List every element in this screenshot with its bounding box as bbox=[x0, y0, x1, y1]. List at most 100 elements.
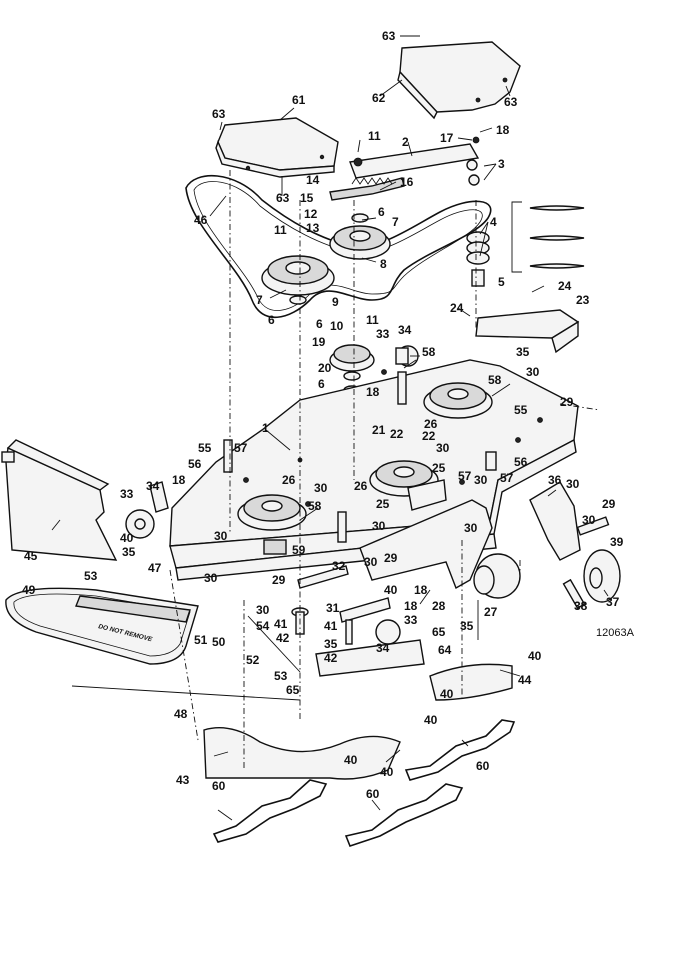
callout-57: 57 bbox=[234, 441, 248, 455]
callout-55: 55 bbox=[514, 403, 528, 417]
callout-48: 48 bbox=[174, 707, 188, 721]
callout-58: 58 bbox=[308, 499, 322, 513]
callout-22: 22 bbox=[422, 429, 436, 443]
callout-26: 26 bbox=[354, 479, 368, 493]
callout-57: 57 bbox=[500, 471, 514, 485]
callout-6: 6 bbox=[318, 377, 325, 391]
pulley-upper-center bbox=[329, 213, 391, 260]
callout-20: 20 bbox=[318, 361, 332, 375]
callout-35: 35 bbox=[324, 637, 338, 651]
callout-40: 40 bbox=[120, 531, 134, 545]
callout-58: 58 bbox=[488, 373, 502, 387]
callout-60: 60 bbox=[476, 759, 490, 773]
callout-33: 33 bbox=[404, 613, 418, 627]
guard-49: DO NOT REMOVE bbox=[5, 587, 301, 701]
callout-7: 7 bbox=[256, 293, 263, 307]
callout-10: 10 bbox=[330, 319, 344, 333]
callout-30: 30 bbox=[474, 473, 488, 487]
callout-65: 65 bbox=[286, 683, 300, 697]
callout-11: 11 bbox=[368, 129, 381, 143]
callout-29: 29 bbox=[272, 573, 286, 587]
callout-26: 26 bbox=[424, 417, 438, 431]
callout-1: 1 bbox=[262, 421, 269, 435]
callout-34: 34 bbox=[146, 479, 160, 493]
callout-41: 41 bbox=[324, 619, 338, 633]
callout-6: 6 bbox=[268, 313, 275, 327]
callout-18: 18 bbox=[366, 385, 380, 399]
callout-35: 35 bbox=[516, 345, 530, 359]
callout-49: 49 bbox=[22, 583, 36, 597]
callout-40: 60 bbox=[212, 779, 226, 793]
callout-59: 59 bbox=[292, 543, 306, 557]
callout-57: 57 bbox=[458, 469, 472, 483]
callout-36: 36 bbox=[548, 473, 562, 487]
callout-11: 11 bbox=[274, 223, 287, 237]
callout-15: 15 bbox=[300, 191, 314, 205]
callout-30: 30 bbox=[526, 365, 540, 379]
callout-17: 17 bbox=[440, 131, 454, 145]
callout-41: 41 bbox=[274, 617, 288, 631]
callout-8: 8 bbox=[380, 257, 387, 271]
leader-lines bbox=[51, 35, 609, 821]
blade-60-right bbox=[404, 719, 516, 781]
callout-27: 27 bbox=[484, 605, 498, 619]
bracket-23 bbox=[475, 309, 580, 354]
washer-stack bbox=[466, 231, 490, 287]
baffle-64 bbox=[315, 639, 425, 677]
callout-56: 56 bbox=[514, 455, 528, 469]
baffle-43 bbox=[203, 727, 401, 780]
callout-61: 61 bbox=[292, 93, 306, 107]
callout-40: 40 bbox=[384, 583, 398, 597]
callout-21: 21 bbox=[372, 423, 386, 437]
callout-33: 33 bbox=[376, 327, 390, 341]
discharge-chute-45 bbox=[1, 439, 118, 561]
callout-44: 44 bbox=[518, 673, 532, 687]
callout-37: 37 bbox=[606, 595, 620, 609]
blade-60-left bbox=[212, 779, 328, 843]
callout-6: 6 bbox=[378, 205, 385, 219]
callout-46: 46 bbox=[194, 213, 208, 227]
callout-42: 42 bbox=[276, 631, 290, 645]
callout-24: 24 bbox=[558, 279, 572, 293]
front-arm-right bbox=[359, 499, 521, 599]
callout-34: 34 bbox=[398, 323, 412, 337]
callout-24: 24 bbox=[450, 301, 464, 315]
linkage-rods bbox=[247, 565, 401, 673]
callout-30: 30 bbox=[204, 571, 218, 585]
callout-34: 34 bbox=[376, 641, 390, 655]
callout-30: 30 bbox=[582, 513, 596, 527]
callout-54: 54 bbox=[256, 619, 270, 633]
callout-51: 51 bbox=[194, 633, 208, 647]
pulley-right-deck bbox=[423, 382, 493, 419]
callout-26: 26 bbox=[282, 473, 296, 487]
callout-3: 3 bbox=[498, 157, 505, 171]
callout-28: 28 bbox=[432, 599, 446, 613]
callout-55: 55 bbox=[198, 441, 212, 455]
figure-code: 12063A bbox=[596, 627, 635, 639]
callout-40: 40 bbox=[440, 687, 454, 701]
belt-cover-left bbox=[215, 117, 339, 178]
pulley-center-deck bbox=[369, 460, 447, 511]
callout-30: 30 bbox=[464, 521, 478, 535]
wheel-assembly-right bbox=[529, 481, 621, 610]
callout-56: 56 bbox=[188, 457, 202, 471]
callout-12: 12 bbox=[304, 207, 318, 221]
callout-35: 35 bbox=[460, 619, 474, 633]
callout-38: 38 bbox=[574, 599, 588, 613]
callout-18: 18 bbox=[496, 123, 510, 137]
spacer-bracket bbox=[511, 201, 585, 273]
callout-2: 2 bbox=[402, 135, 409, 149]
callout-18: 18 bbox=[404, 599, 418, 613]
callout-13: 13 bbox=[306, 221, 320, 235]
pulley-left-deck bbox=[237, 494, 307, 531]
callout-29: 29 bbox=[384, 551, 398, 565]
callout-53: 53 bbox=[84, 569, 98, 583]
callout-63: 63 bbox=[212, 107, 226, 121]
pulley-upper-left bbox=[261, 255, 335, 305]
callout-33: 33 bbox=[120, 487, 134, 501]
callout-30: 30 bbox=[314, 481, 328, 495]
callout-30: 30 bbox=[214, 529, 228, 543]
callout-45: 45 bbox=[24, 549, 38, 563]
callout-18: 18 bbox=[172, 473, 186, 487]
